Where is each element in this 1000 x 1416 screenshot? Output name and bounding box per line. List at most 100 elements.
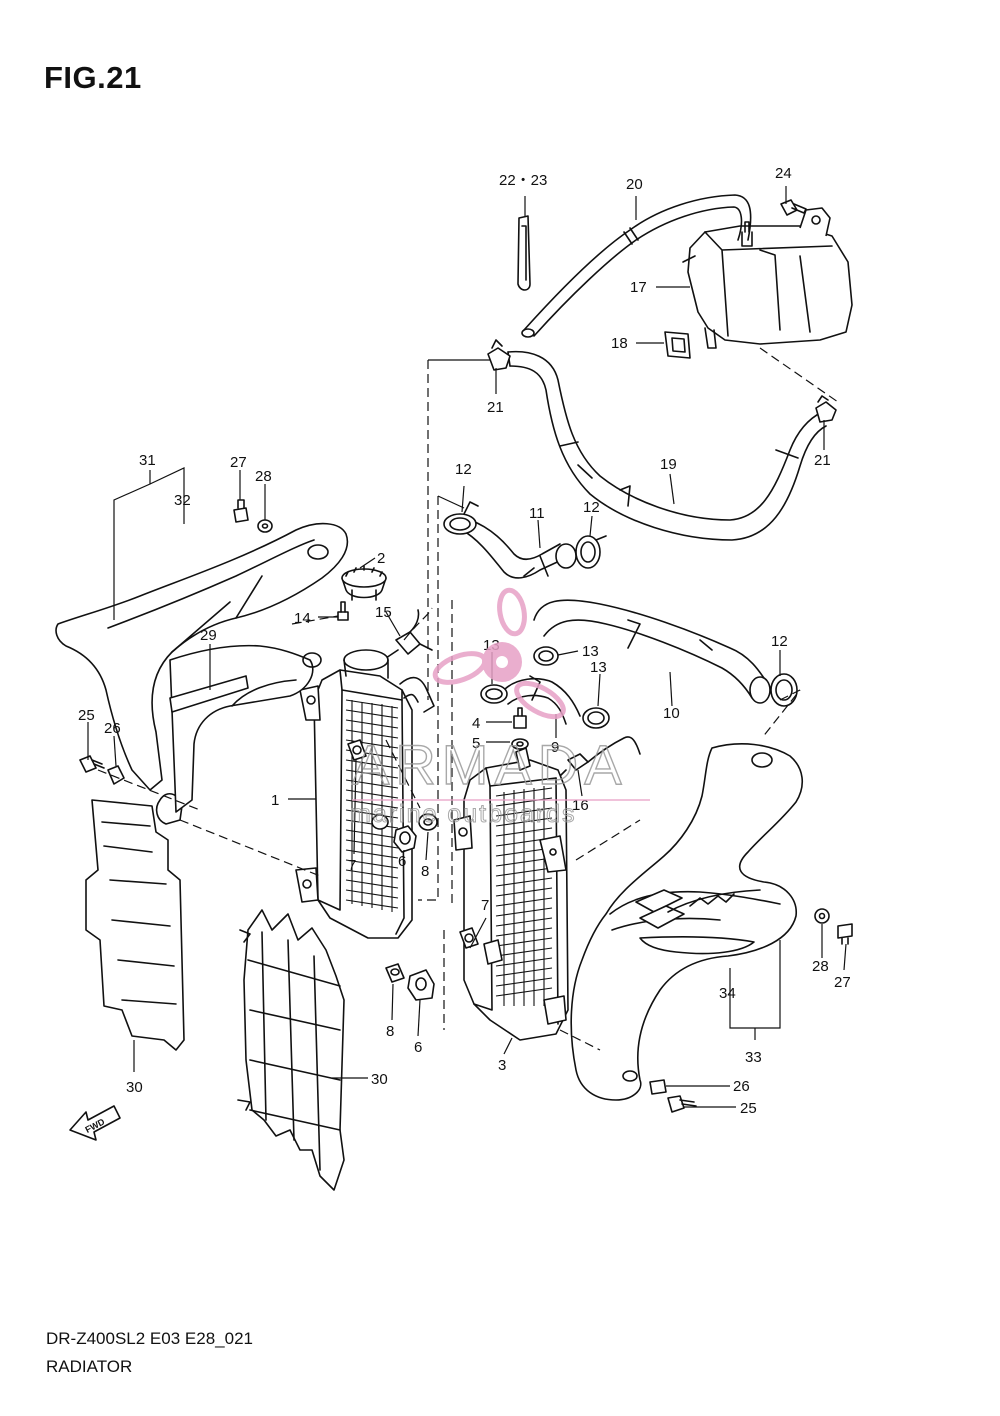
- callout-12-upper: 12: [455, 461, 472, 478]
- fan-switch-sensor: [385, 609, 433, 659]
- radiator-right-collar-upper: [483, 939, 503, 965]
- shroud-bolt-left: [233, 499, 249, 523]
- callout-27-right: 27: [834, 974, 851, 991]
- callout-9: 9: [551, 739, 559, 756]
- callout-6-lower: 6: [414, 1039, 422, 1056]
- hose-clamp-strap: [517, 215, 531, 291]
- callout-28-left: 28: [255, 468, 272, 485]
- callout-labels: 1 2 3 4 5 6 6 7 7 8 8 9 10 11 12 12 12 1…: [78, 165, 851, 1117]
- breather-hose: [521, 194, 752, 338]
- tank-rubber-cushion: [664, 331, 691, 359]
- radiator-left: [295, 649, 435, 939]
- callout-4: 4: [472, 715, 480, 732]
- radiator-right-collar: [385, 963, 405, 983]
- hose-clamp-inlet: [575, 535, 607, 569]
- callout-13-c: 13: [590, 659, 607, 676]
- callout-20: 20: [626, 176, 643, 193]
- section-name: RADIATOR: [46, 1357, 133, 1376]
- leader-lines: [87, 186, 847, 1108]
- shroud-lower-washer-right: [649, 1079, 667, 1095]
- callout-21-upper: 21: [487, 399, 504, 416]
- cap-screw: [337, 601, 349, 621]
- hose-clamp-pump-a: [480, 684, 508, 704]
- callout-25-left: 25: [78, 707, 95, 724]
- watermark-brand: ARMADA: [352, 733, 628, 796]
- callout-27-left: 27: [230, 454, 247, 471]
- shroud-bolt-right: [837, 923, 853, 945]
- radiator-guard-right: [237, 909, 345, 1191]
- shroud-lower-bolt-right: [667, 1095, 697, 1113]
- figure-title: FIG.21: [44, 60, 142, 95]
- assembly-lines: [97, 347, 839, 1051]
- watermark-logo: [432, 587, 566, 720]
- callout-28-right: 28: [812, 958, 829, 975]
- radiator-right-grommet-upper: [459, 927, 479, 949]
- drain-bolt: [513, 707, 527, 729]
- callout-15: 15: [375, 604, 392, 621]
- callout-10: 10: [663, 705, 680, 722]
- callout-12-inlet: 12: [583, 499, 600, 516]
- shroud-lower-bolt-left: [79, 755, 105, 773]
- callout-11: 11: [529, 505, 545, 522]
- callout-13-b: 13: [582, 643, 599, 660]
- callout-12-outlet: 12: [771, 633, 788, 650]
- radiator-left-grommet: [393, 825, 417, 853]
- shroud-washer-right: [814, 908, 830, 924]
- radiator-left-grommet-upper: [347, 739, 367, 761]
- hose-clamp-upper: [443, 501, 479, 535]
- watermark: ARMADA marine outboards: [350, 587, 650, 829]
- callout-6-left: 6: [398, 853, 406, 870]
- callout-7-left: 7: [348, 857, 356, 874]
- radiator-shroud-right: [570, 743, 803, 1101]
- callout-8-left: 8: [421, 863, 429, 880]
- callout-26-left: 26: [104, 720, 121, 737]
- hose-clamp-outlet: [770, 673, 798, 707]
- radiator-left-mount-collar: [371, 814, 389, 830]
- radiator-right: [453, 747, 569, 1041]
- callout-19: 19: [660, 456, 677, 473]
- hose-clamp-pump-c: [533, 646, 559, 666]
- radiator-outlet-hose: [533, 599, 771, 704]
- callout-21-lower: 21: [814, 452, 831, 469]
- callout-16: 16: [572, 797, 589, 814]
- callout-30-right: 30: [371, 1071, 388, 1088]
- thermo-switch: [559, 736, 641, 777]
- radiator-right-grommet: [407, 969, 435, 1001]
- shroud-washer-left: [257, 519, 273, 533]
- hose-clamp-pump-b: [582, 707, 610, 729]
- callout-5: 5: [472, 735, 480, 752]
- radiator-cap: [341, 565, 387, 601]
- callout-1: 1: [271, 792, 279, 809]
- callout-25-right: 25: [740, 1100, 757, 1117]
- radiator-inlet-hose: [461, 519, 577, 579]
- callout-32: 32: [174, 492, 191, 509]
- radiator-left-collar: [418, 813, 438, 831]
- callout-3: 3: [498, 1057, 506, 1074]
- watermark-tagline: marine outboards: [350, 800, 577, 828]
- callout-30-left: 30: [126, 1079, 143, 1096]
- callout-2: 2: [377, 550, 385, 567]
- shroud-emblem-strip: [169, 675, 249, 713]
- callout-8-lower: 8: [386, 1023, 394, 1040]
- radiator-guard-left: [85, 799, 185, 1051]
- callout-14: 14: [294, 610, 311, 627]
- radiator-overflow-hose: [507, 350, 827, 541]
- drain-bolt-washer: [511, 738, 529, 750]
- callout-24: 24: [775, 165, 792, 182]
- overflow-hose-clips: [487, 339, 837, 423]
- callout-33: 33: [745, 1049, 762, 1066]
- callout-22-23: 22・23: [499, 172, 547, 189]
- model-code: DR-Z400SL2 E03 E28_021: [46, 1329, 253, 1348]
- callout-34: 34: [719, 985, 736, 1002]
- reservoir-tank: [682, 207, 853, 349]
- shroud-lower-washer-left: [107, 765, 125, 785]
- radiator-shroud-left: [55, 522, 349, 825]
- callout-31: 31: [139, 452, 156, 469]
- callout-26-right: 26: [733, 1078, 750, 1095]
- forward-direction-arrow: FWD: [69, 1105, 121, 1141]
- callout-29: 29: [200, 627, 217, 644]
- callout-17: 17: [630, 279, 647, 296]
- tank-bolt: [780, 199, 807, 216]
- callout-7-right: 7: [481, 897, 489, 914]
